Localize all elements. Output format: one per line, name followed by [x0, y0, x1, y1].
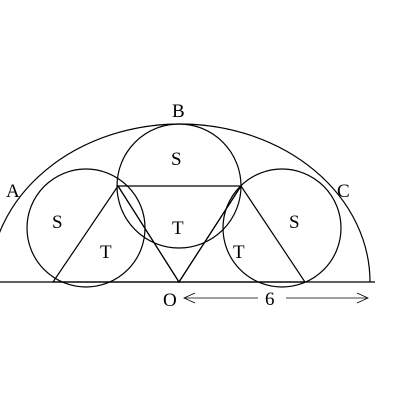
dimension-arrow-left-head [183, 292, 196, 304]
region-label-triangle-right: T [233, 242, 245, 263]
point-label-a: A [6, 181, 20, 202]
point-label-b: B [172, 101, 185, 122]
region-label-small-circle-left: S [52, 212, 63, 233]
triangle-right [177, 184, 307, 283]
triangle-left [51, 184, 181, 283]
small-circle-right [222, 168, 342, 288]
region-label-small-circle-top: S [171, 149, 182, 170]
region-label-triangle-left: T [100, 242, 112, 263]
small-circle-left [26, 168, 146, 288]
point-label-c: C [337, 181, 350, 202]
region-label-triangle-center: T [172, 218, 184, 239]
large-semicircle-arc [0, 123, 371, 283]
dimension-arrow-right-head [356, 292, 369, 304]
point-label-o: O [163, 290, 177, 311]
dimension-radius-value: 6 [265, 289, 275, 310]
region-label-small-circle-right: S [289, 212, 300, 233]
